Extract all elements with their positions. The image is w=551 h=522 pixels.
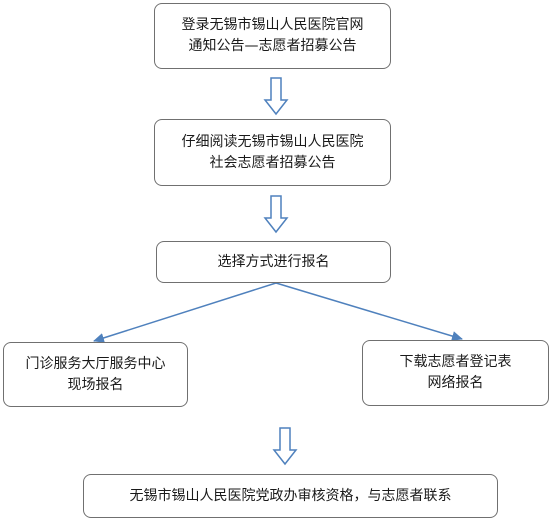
step-choose-box: 选择方式进行报名 bbox=[156, 241, 391, 283]
step-read-line-1: 仔细阅读无锡市锡山人民医院 bbox=[181, 133, 364, 150]
step-online-line-2: 网络报名 bbox=[427, 375, 484, 391]
step-online-line-1: 下载志愿者登记表 bbox=[399, 354, 512, 370]
down-block-arrow-2 bbox=[263, 195, 289, 234]
step-read-line-2: 社会志愿者招募公告 bbox=[209, 154, 336, 171]
step-login-box: 登录无锡市锡山人民医院官网 通知公告—志愿者招募公告 bbox=[154, 3, 391, 69]
step-online-box: 下载志愿者登记表 网络报名 bbox=[362, 340, 549, 406]
step-read-box: 仔细阅读无锡市锡山人民医院 社会志愿者招募公告 bbox=[154, 119, 391, 186]
step-choose-line-1: 选择方式进行报名 bbox=[217, 253, 330, 270]
down-block-arrow-3 bbox=[272, 427, 298, 466]
step-login-line-2: 通知公告—志愿者招募公告 bbox=[188, 38, 357, 54]
step-review-line-1: 无锡市锡山人民医院党政办审核资格，与志愿者联系 bbox=[129, 487, 452, 504]
step-onsite-line-2: 现场报名 bbox=[67, 376, 124, 393]
down-block-arrow-1 bbox=[263, 77, 289, 116]
branch-connector-left bbox=[93, 282, 277, 343]
step-onsite-line-1: 门诊服务大厅服务中心 bbox=[25, 355, 166, 372]
step-onsite-box: 门诊服务大厅服务中心 现场报名 bbox=[3, 342, 188, 407]
branch-connector-right bbox=[275, 282, 463, 341]
step-review-box: 无锡市锡山人民医院党政办审核资格，与志愿者联系 bbox=[83, 474, 498, 518]
step-login-line-1: 登录无锡市锡山人民医院官网 bbox=[181, 17, 364, 33]
